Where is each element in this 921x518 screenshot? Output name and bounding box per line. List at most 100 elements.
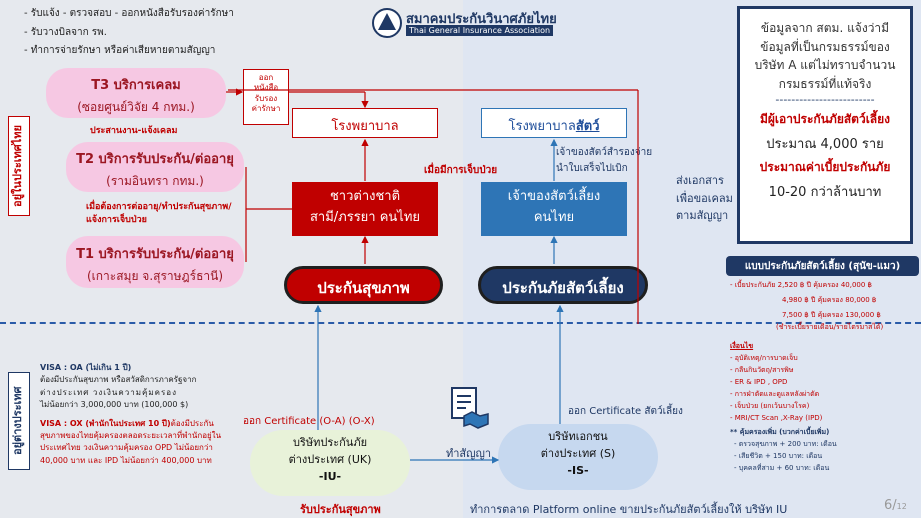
plan-conditions-title: เงื่อนไข (730, 341, 754, 350)
info-line: ข้อมูลจาก สตม. แจ้งว่ามี (760, 21, 890, 35)
receive-health-label: รับประกันสุขภาพ (300, 503, 381, 516)
service-notes: - รับแจ้ง - ตรวจสอบ - ออกหนังสือรับรองค่… (24, 8, 284, 58)
tgia-logo: สมาคมประกันวินาศภัยไทย Thai General Insu… (372, 8, 562, 40)
service-note: - รับแจ้ง - ตรวจสอบ - ออกหนังสือรับรองค่… (24, 8, 234, 19)
plan-row: (ชำระเบี้ยรายเดือน/รายไตรมาสได้) (776, 323, 884, 332)
plan-condition: - ER & IPD , OPD (730, 377, 788, 386)
plan-row: 4,980 ฿ ปี คุ้มครอง 80,000 ฿ (782, 296, 877, 305)
tgia-emblem-icon (372, 8, 402, 38)
t2-subtitle: (รามอินทรา กทม.) (106, 174, 204, 188)
pet-owner-box: เจ้าของสัตว์เลี้ยง คนไทย (481, 182, 627, 236)
certificate-pet: ออก Certificate สัตว์เลี้ยง (568, 406, 683, 417)
border-divider (0, 322, 921, 324)
logo-english-text: Thai General Insurance Association (406, 25, 554, 36)
visa-ox-line: 40,000 บาท และ IPD ไม่น้อยกว่า 400,000 บ… (40, 455, 212, 465)
info-line: บริษัท A แต่ไม่ทราบจำนวน (754, 58, 896, 73)
t3-claim-service: T3 บริการเคลม (ซอยศูนย์วิจัย 4 กทม.) (46, 68, 226, 118)
coordinate-note: ประสานงาน-แจ้งเคลม (90, 126, 178, 136)
plan-extra: - บุคคลที่สาม + 60 บาท: เดือน (734, 463, 830, 472)
info-box: ข้อมูลจาก สตม. แจ้งว่ามี ข้อมูลที่เป็นกร… (737, 6, 913, 244)
doc-note-line: ออก (258, 73, 274, 82)
visa-oa-line: ต่างประเทศ วงเงินความคุ้มครอง (40, 387, 177, 397)
visa-oa-line: ไม่น้อยกว่า 3,000,000 บาท (100,000 $) (40, 400, 189, 410)
visa-oa-title: VISA : OA (ไม่เกิน 1 ปี) (40, 363, 132, 372)
visa-oa-line: ต้องมีประกันสุขภาพ หรือสวัสดิการภาครัฐจา… (40, 375, 197, 385)
plan-extra: - เสียชีวิต + 150 บาท: เดือน (734, 451, 823, 460)
send-docs-line: เพื่อขอเคลม (676, 191, 733, 205)
info-divider: ------------------------- (775, 93, 875, 107)
visa-ox-line: ต้องมีประกัน (170, 418, 214, 428)
plan-condition: - กลืนกินวัตถุ/สารพิษ (730, 365, 794, 374)
s-line: บริษัทเอกชน (548, 430, 608, 443)
certificate-oa-ox: ออก Certificate (O-A) (O-X) (243, 416, 375, 427)
owner-note-line: เจ้าของสัตว์สำรองจ่าย (556, 147, 653, 158)
pet-plan-header: แบบประกันภัยสัตว์เลี้ยง (สุนัข-แมว) (726, 256, 919, 276)
send-docs-note: ส่งเอกสาร เพื่อขอเคลม ตามสัญญา (676, 172, 733, 225)
page-number: 6/12 (884, 498, 907, 513)
renew-note: เมื่อต้องการต่ออายุ/ทำประกันสุขภาพ/ แจ้ง… (86, 201, 232, 226)
visa-ox-line: ประเทศไทย วงเงินความคุ้มครอง OPD ไม่น้อย… (40, 443, 213, 453)
t1-title: T1 บริการรับประกัน/ต่ออายุ (76, 247, 234, 262)
visa-notes: VISA : OA (ไม่เกิน 1 ปี) ต้องมีประกันสุข… (40, 362, 240, 467)
service-note: - ทำการจ่ายรักษา หรือค่าเสียหายตามสัญญา (24, 45, 216, 56)
foreigner-line: ชาวต่างชาติ (329, 189, 401, 204)
uk-code: -IU- (318, 470, 342, 484)
plan-condition: - MRI/CT Scan ,X-Ray (IPD) (730, 414, 823, 423)
hospital-box: โรงพยาบาล (292, 108, 438, 138)
foreigner-box: ชาวต่างชาติ สามี/ภรรยา คนไทย (292, 182, 438, 236)
foreigner-line: สามี/ภรรยา คนไทย (309, 209, 421, 225)
t1-subtitle: (เกาะสมุย จ.สุราษฎร์ธานี) (86, 269, 224, 283)
t3-title: T3 บริการเคลม (91, 78, 181, 93)
doc-note-line: รับรอง (254, 93, 278, 103)
page-number-total: 12 (896, 502, 907, 511)
plan-condition: - เจ็บป่วย (ยกเว้นบางโรค) (730, 402, 810, 411)
vet-hospital-underlined: สัตว์ (575, 119, 600, 134)
s-company-oval: บริษัทเอกชน ต่างประเทศ (S) -IS- (498, 424, 658, 490)
uk-insurer-oval: บริษัทประกันภัย ต่างประเทศ (UK) -IU- (250, 430, 410, 496)
s-code: -IS- (567, 464, 589, 478)
doc-note-line: หนังสือ (253, 83, 279, 93)
visa-ox-title: VISA : OX (พำนักในประเทศ 10 ปี) (40, 418, 171, 428)
info-highlight: ประมาณค่าเบี้ยประกันภัย (759, 160, 891, 175)
health-insurance-pill: ประกันสุขภาพ (284, 266, 443, 304)
contract-handshake-icon (444, 386, 490, 430)
pet-insurance-pill: ประกันภัยสัตว์เลี้ยง (478, 266, 648, 304)
pet-plan-details: - เบี้ยประกันภัย 2,520 ฿ ปี คุ้มครอง 40,… (730, 280, 920, 473)
visa-ox-line: สุขภาพของไทยคุ้มครองตลอดระยะเวลาที่พำนัก… (40, 430, 222, 440)
renew-note-line: เมื่อต้องการต่ออายุ/ทำประกันสุขภาพ/ (86, 202, 232, 212)
doc-note-line: ค่ารักษา (251, 104, 281, 114)
t2-title: T2 บริการรับประกัน/ต่ออายุ (76, 152, 234, 167)
info-premium: 10-20 กว่าล้านบาท (768, 185, 882, 201)
vet-hospital-box: โรงพยาบาลสัตว์ (481, 108, 627, 138)
page-number-main: 6/ (884, 498, 897, 513)
platform-note: ทำการตลาด Platform online ขายประกันภัยสั… (470, 503, 788, 516)
logo-thai-text: สมาคมประกันวินาศภัยไทย (406, 12, 557, 27)
pet-owner-line: เจ้าของสัตว์เลี้ยง (507, 189, 601, 204)
info-count: ประมาณ 4,000 ราย (766, 137, 884, 153)
contract-document-icon (451, 387, 489, 429)
send-docs-line: ตามสัญญา (676, 209, 729, 223)
info-line: กรมธรรม์ที่แท้จริง (778, 76, 872, 91)
uk-line: บริษัทประกันภัย (292, 436, 368, 449)
when-sick-note: เมื่อมีการเจ็บป่วย (424, 165, 498, 176)
pet-owner-line: คนไทย (533, 209, 575, 225)
t2-underwriting-service: T2 บริการรับประกัน/ต่ออายุ (รามอินทรา กท… (66, 142, 244, 192)
plan-extra: - ตรวจสุขภาพ + 200 บาท: เดือน (734, 439, 837, 448)
t1-underwriting-service: T1 บริการรับประกัน/ต่ออายุ (เกาะสมุย จ.ส… (66, 236, 244, 288)
contract-label: ทำสัญญา (446, 447, 492, 460)
t3-subtitle: (ซอยศูนย์วิจัย 4 กทม.) (77, 100, 195, 114)
owner-note-line: นำใบเสร็จไปเบิก (556, 162, 628, 174)
plan-condition: - อุบัติเหตุ/การบาดเจ็บ (730, 353, 798, 362)
renew-note-line: แจ้งการเจ็บป่วย (86, 214, 147, 225)
uk-line: ต่างประเทศ (UK) (288, 453, 372, 467)
certificate-doc-note: ออก หนังสือ รับรอง ค่ารักษา (243, 69, 289, 125)
plan-condition: - การฝ่าตัดและดูแลหลังผ่าตัด (730, 390, 820, 399)
info-highlight: มีผู้เอาประกันภัยสัตว์เลี้ยง (759, 112, 891, 127)
s-line: ต่างประเทศ (S) (540, 447, 616, 461)
vet-hospital-prefix: โรงพยาบาล (508, 119, 576, 134)
service-note: - รับวางบิลจาก รพ. (24, 26, 107, 38)
send-docs-line: ส่งเอกสาร (676, 174, 724, 187)
plan-extra-title: ** คุ้มครองเพิ่ม (บวกค่าเบี้ยเพิ่ม) (730, 427, 830, 436)
plan-row: 7,500 ฿ ปี คุ้มครอง 130,000 ฿ (782, 311, 881, 320)
